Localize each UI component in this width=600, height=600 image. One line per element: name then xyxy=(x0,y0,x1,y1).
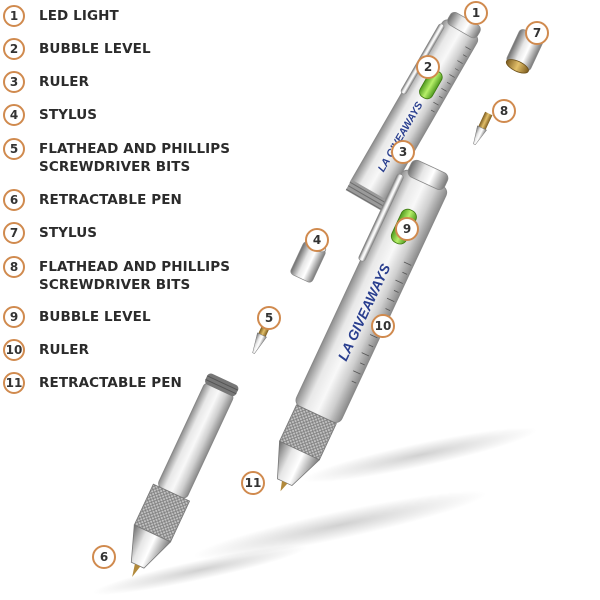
number-badge: 8 xyxy=(3,256,25,278)
callout-4: 4 xyxy=(305,228,329,252)
legend-item-9: 9 BUBBLE LEVEL xyxy=(3,306,151,328)
svg-text:1: 1 xyxy=(472,6,480,20)
callout-10: 10 xyxy=(371,314,395,338)
number-badge: 7 xyxy=(3,222,25,244)
callout-8: 8 xyxy=(492,99,516,123)
number-badge: 4 xyxy=(3,104,25,126)
svg-text:2: 2 xyxy=(424,60,432,74)
legend-item-11: 11 RETRACTABLE PEN xyxy=(3,372,182,394)
svg-text:5: 5 xyxy=(265,311,273,325)
legend-label: RULER xyxy=(39,342,90,358)
svg-text:7: 7 xyxy=(533,26,541,40)
svg-text:8: 8 xyxy=(500,104,508,118)
svg-text:9: 9 xyxy=(403,222,411,236)
legend-item-7: 7 STYLUS xyxy=(3,222,97,244)
svg-text:3: 3 xyxy=(399,145,407,159)
number-badge: 3 xyxy=(3,71,25,93)
legend-item-4: 4 STYLUS xyxy=(3,104,97,126)
legend-label: BUBBLE LEVEL xyxy=(39,41,151,57)
callout-11: 11 xyxy=(241,471,265,495)
legend-label: BUBBLE LEVEL xyxy=(39,309,151,325)
legend-label: STYLUS xyxy=(39,225,98,241)
callout-6: 6 xyxy=(92,545,116,569)
callout-9: 9 xyxy=(395,217,419,241)
callout-7: 7 xyxy=(525,21,549,45)
legend-label: RULER xyxy=(39,74,90,90)
svg-text:11: 11 xyxy=(245,476,262,490)
number-badge: 9 xyxy=(3,306,25,328)
legend-label: STYLUS xyxy=(39,107,98,123)
svg-text:10: 10 xyxy=(375,319,392,333)
callout-1: 1 xyxy=(464,1,488,25)
number-badge: 5 xyxy=(3,138,25,160)
number-badge: 6 xyxy=(3,189,25,211)
callout-3: 3 xyxy=(391,140,415,164)
number-badge: 2 xyxy=(3,38,25,60)
number-badge: 10 xyxy=(3,339,25,361)
svg-text:4: 4 xyxy=(313,233,321,247)
pen-refill-body xyxy=(130,373,239,577)
feature-legend: 1 LED LIGHT 2 BUBBLE LEVEL 3 RULER 4 STY… xyxy=(0,0,240,400)
legend-item-6: 6 RETRACTABLE PEN xyxy=(3,189,182,211)
legend-item-2: 2 BUBBLE LEVEL xyxy=(3,38,151,60)
legend-item-1: 1 LED LIGHT xyxy=(3,5,119,27)
legend-label: LED LIGHT xyxy=(39,8,119,24)
screwdriver-bit-upper xyxy=(473,111,493,146)
callout-5: 5 xyxy=(257,306,281,330)
legend-label: RETRACTABLE PEN xyxy=(39,375,182,391)
legend-label: RETRACTABLE PEN xyxy=(39,192,182,208)
legend-item-10: 10 RULER xyxy=(3,339,89,361)
number-badge: 1 xyxy=(3,5,25,27)
callout-2: 2 xyxy=(416,55,440,79)
number-badge: 11 xyxy=(3,372,25,394)
floor-shadow xyxy=(92,427,538,595)
legend-item-3: 3 RULER xyxy=(3,71,89,93)
svg-text:6: 6 xyxy=(100,550,108,564)
